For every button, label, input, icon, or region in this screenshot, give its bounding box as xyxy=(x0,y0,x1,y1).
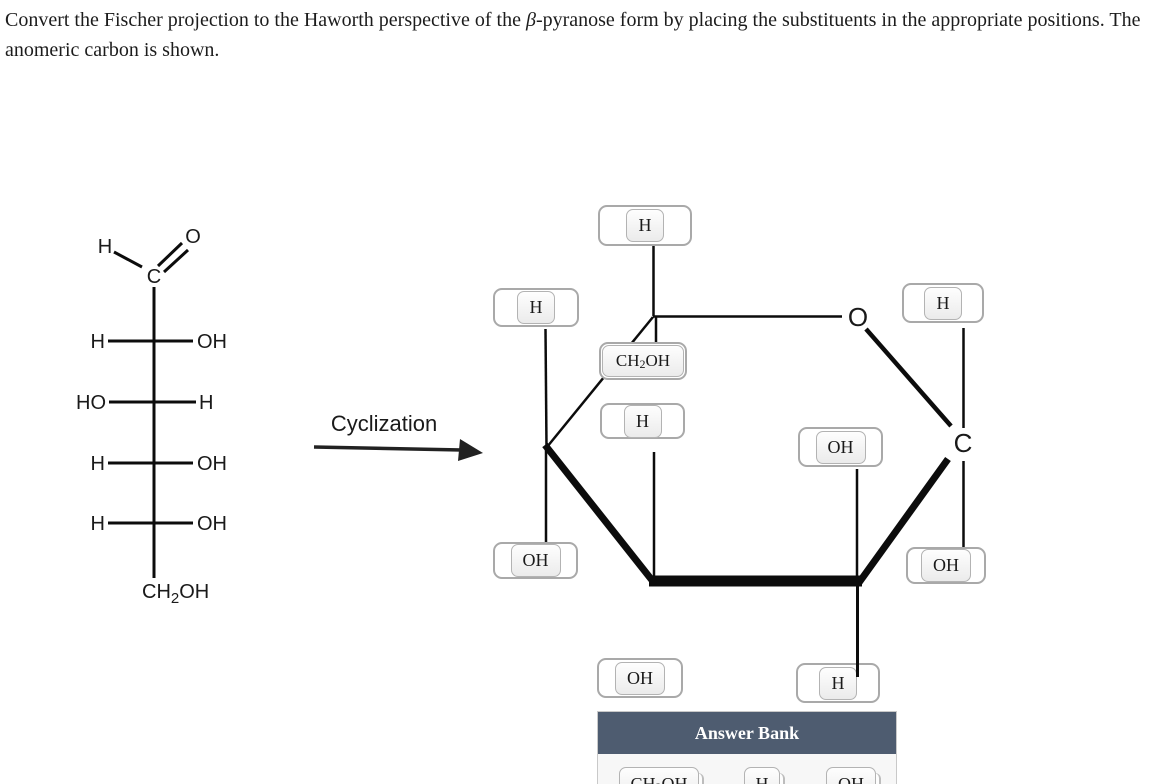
arrowhead-icon xyxy=(458,439,483,461)
chip-h[interactable]: H xyxy=(924,286,962,320)
bond-c2-down xyxy=(855,585,859,677)
fischer-c5-right: OH xyxy=(197,513,227,535)
fischer-c3-left: HO xyxy=(76,392,106,414)
bank-chip-ch2oh-pre: CH xyxy=(630,773,656,784)
dropzone-c2-up[interactable]: OH xyxy=(798,427,883,467)
cyclization-arrow: Cyclization xyxy=(313,411,483,461)
fischer-c4-left: H xyxy=(91,453,105,475)
ring-oxygen-label: O xyxy=(848,302,868,332)
bank-chip-ch2oh-post: OH xyxy=(661,773,688,784)
question-part2: -pyranose form by placing the substituen… xyxy=(5,9,1141,61)
chip-ch2oh-sub: 2 xyxy=(639,357,646,371)
chip-h[interactable]: H xyxy=(623,404,662,438)
dropzone-c1-down[interactable]: OH xyxy=(906,547,986,584)
chip-oh[interactable]: OH xyxy=(510,544,561,577)
chip-ch2oh-post: OH xyxy=(645,351,671,370)
chip-ch2oh-pre: CH xyxy=(615,351,640,370)
fischer-aldehyde-o: O xyxy=(185,226,201,248)
dropzone-c2-down[interactable]: H xyxy=(796,663,880,703)
question-beta-symbol: β xyxy=(525,9,536,31)
fischer-aldehyde-h: H xyxy=(98,236,112,258)
question-text: Convert the Fischer projection to the Ha… xyxy=(5,5,1160,65)
anomeric-carbon-label: C xyxy=(954,428,973,458)
chip-oh[interactable]: OH xyxy=(815,430,866,464)
answer-bank: Answer Bank CH2OH H OH xyxy=(597,711,897,784)
fischer-projection xyxy=(108,241,196,578)
fischer-c3-right: H xyxy=(199,392,213,414)
fischer-labels: H O C H OH HO H H OH H OH CH2OH xyxy=(76,226,227,607)
fischer-tail-post: OH xyxy=(179,581,209,603)
bank-chip-h[interactable]: H xyxy=(744,767,780,784)
fischer-tail-pre: CH xyxy=(142,581,171,603)
chip-oh[interactable]: OH xyxy=(615,661,665,695)
chip-oh[interactable]: OH xyxy=(921,549,971,582)
bank-chip-oh[interactable]: OH xyxy=(826,767,876,784)
question-part1: Convert the Fischer projection to the Ha… xyxy=(5,9,526,31)
fischer-aldehyde-c: C xyxy=(147,266,161,288)
chip-h[interactable]: H xyxy=(819,666,857,700)
fischer-tail-sub: 2 xyxy=(171,590,179,607)
fischer-c5-left: H xyxy=(91,513,105,535)
dropzone-c1-up[interactable]: H xyxy=(902,283,984,323)
dropzone-c3-up[interactable]: H xyxy=(600,403,685,439)
dropzone-c4-up[interactable]: H xyxy=(493,288,579,327)
cyclization-label: Cyclization xyxy=(331,411,437,436)
dropzone-c4-down[interactable]: OH xyxy=(493,542,578,579)
fischer-c2-left: H xyxy=(91,331,105,353)
haworth-atom-labels: O C xyxy=(848,302,973,458)
bank-chip-ch2oh-sub: 2 xyxy=(656,781,662,784)
dropzone-c3-down[interactable]: OH xyxy=(597,658,683,698)
haworth-ring-bonds xyxy=(542,245,965,587)
fischer-c4-right: OH xyxy=(197,453,227,475)
fischer-tail-ch2oh: CH2OH xyxy=(142,581,209,607)
chip-h[interactable]: H xyxy=(517,291,555,324)
answer-bank-header: Answer Bank xyxy=(598,712,896,754)
bank-chip-ch2oh[interactable]: CH2OH xyxy=(619,767,699,784)
chip-h[interactable]: H xyxy=(626,209,664,242)
dropzone-c5-up[interactable]: H xyxy=(598,205,692,246)
fischer-c2-right: OH xyxy=(197,331,227,353)
